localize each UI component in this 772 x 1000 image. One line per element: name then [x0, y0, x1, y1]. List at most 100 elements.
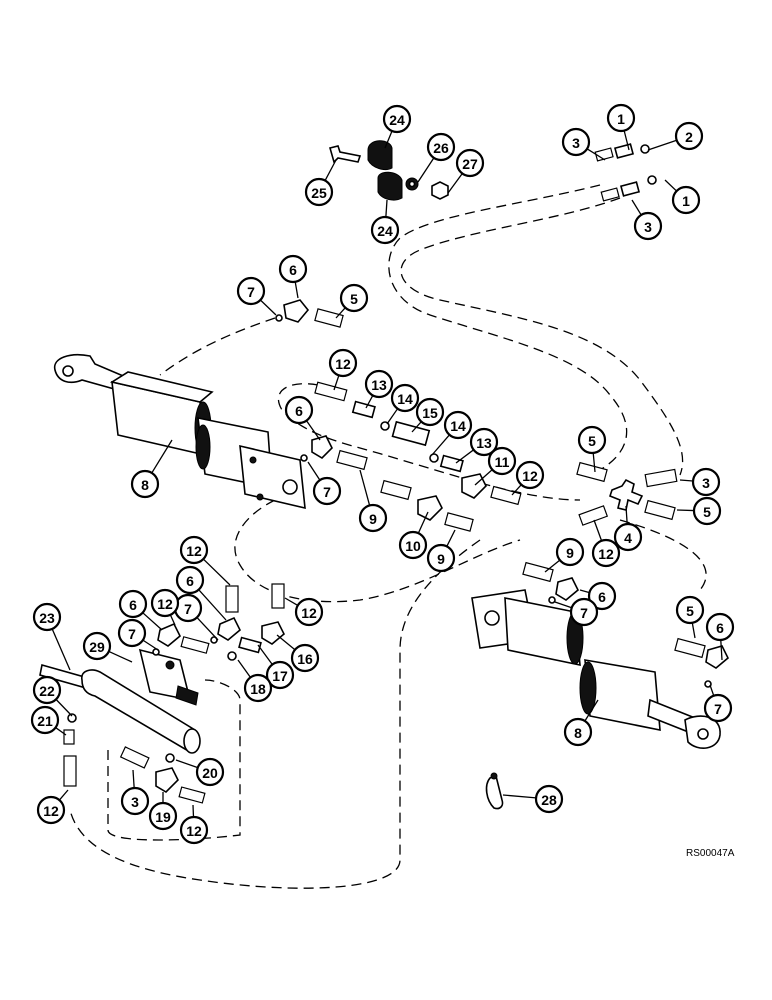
callout-circle [426, 543, 456, 573]
callout-c24a: 24 [382, 104, 412, 134]
callout-circle [30, 705, 60, 735]
callout-leader-line [592, 452, 596, 473]
fitting-12-f [180, 636, 210, 654]
callout-leader-line [51, 628, 71, 671]
callout-c9b: 9 [426, 543, 456, 573]
callout-circle [36, 795, 66, 825]
callout-c12f: 12 [150, 588, 180, 618]
tag-28-hole [490, 772, 498, 780]
callout-number: 12 [43, 803, 59, 819]
fitting-5-a [314, 308, 344, 328]
callout-leader-line [284, 597, 299, 607]
callout-number: 9 [566, 545, 574, 561]
callout-circle [148, 801, 178, 831]
callout-circle [328, 348, 358, 378]
callout-leader-line [502, 794, 537, 799]
callout-number: 6 [186, 573, 194, 589]
hose-route-cylinder-left [159, 317, 276, 376]
fitting-1-upper [613, 143, 635, 159]
callout-number: 7 [323, 484, 331, 500]
clamp-hardware [329, 140, 449, 201]
callout-c6c: 6 [587, 581, 617, 611]
callout-circle [443, 410, 473, 440]
cylinder-left-bolt-1 [249, 456, 257, 464]
callout-c15: 15 [415, 397, 445, 427]
fitting-9-c [444, 512, 474, 532]
fitting-5-b [576, 461, 608, 483]
cylinder-left-barrel-front-top [109, 371, 214, 403]
callout-c6f: 6 [118, 589, 148, 619]
callout-leader-line [447, 173, 463, 194]
callout-circle [587, 581, 617, 611]
callout-number: 12 [186, 543, 202, 559]
callout-number: 25 [311, 185, 327, 201]
callout-leader-line [579, 589, 590, 594]
callout-c22: 22 [32, 675, 62, 705]
fitting-12-d [225, 585, 239, 613]
callout-number: 3 [131, 794, 139, 810]
callout-leader-line [259, 299, 277, 316]
cross-4 [609, 478, 644, 511]
callout-number: 21 [37, 713, 53, 729]
callout-c17: 17 [265, 660, 295, 690]
callout-leader-line [709, 684, 715, 696]
oring-7-e [210, 636, 218, 644]
callout-circle [236, 276, 266, 306]
callout-number: 6 [598, 589, 606, 605]
callout-c5a: 5 [339, 283, 369, 313]
callout-number: 5 [588, 433, 596, 449]
elbow-6-a [283, 299, 310, 323]
callout-c6d: 6 [705, 612, 735, 642]
callout-c7d: 7 [703, 693, 733, 723]
callout-leader-line [108, 650, 133, 663]
oring-14-b [429, 453, 439, 463]
clamp-24-upper [367, 140, 393, 171]
fitting-5-c [644, 499, 676, 521]
callout-number: 26 [433, 140, 449, 156]
callout-c3c: 3 [691, 467, 721, 497]
callout-number: 17 [272, 668, 288, 684]
callout-circle [358, 503, 388, 533]
washer-26-hole [408, 180, 416, 188]
bolt-25 [329, 145, 362, 164]
callout-c8b: 8 [563, 717, 593, 747]
callout-number: 8 [574, 725, 582, 741]
callout-c26: 26 [426, 132, 456, 162]
oring-7-f [152, 648, 160, 656]
callout-leader-line [324, 159, 337, 181]
callout-c12e: 12 [294, 597, 324, 627]
callout-number: 7 [580, 605, 588, 621]
callout-c14a: 14 [390, 383, 420, 413]
callout-circle [294, 597, 324, 627]
cylinder-left-bolt-2 [256, 493, 264, 501]
hose-route-right-lower [619, 519, 707, 591]
callout-c12b: 12 [515, 460, 545, 490]
callout-number: 15 [422, 405, 438, 421]
callout-leader-line [544, 559, 561, 573]
callout-leader-line [431, 434, 450, 456]
hydraulic-cylinder-right [471, 589, 721, 749]
callout-number: 23 [39, 610, 55, 626]
callout-leader-line [664, 179, 678, 192]
oring-2-upper [640, 144, 650, 154]
fitting-3-upper [594, 147, 614, 162]
elbow-6-f [157, 622, 181, 647]
fitting-12-g [63, 755, 77, 787]
callout-number: 5 [350, 291, 358, 307]
callout-leader-line [132, 769, 135, 789]
fitting-9-d [522, 561, 554, 583]
callout-c10: 10 [398, 530, 428, 560]
callout-number: 19 [155, 809, 171, 825]
callout-c12d: 12 [179, 535, 209, 565]
callout-circle [278, 254, 308, 284]
callout-leader-line [631, 199, 642, 216]
oring-7-a [275, 314, 283, 322]
callout-leader-line [55, 727, 67, 736]
callout-circle [117, 618, 147, 648]
clamp-24-lower [377, 171, 403, 201]
callout-number: 7 [247, 284, 255, 300]
callout-circle [265, 660, 295, 690]
callout-circle [675, 595, 705, 625]
fitting-9-a [336, 449, 368, 471]
callout-c27: 27 [455, 148, 485, 178]
